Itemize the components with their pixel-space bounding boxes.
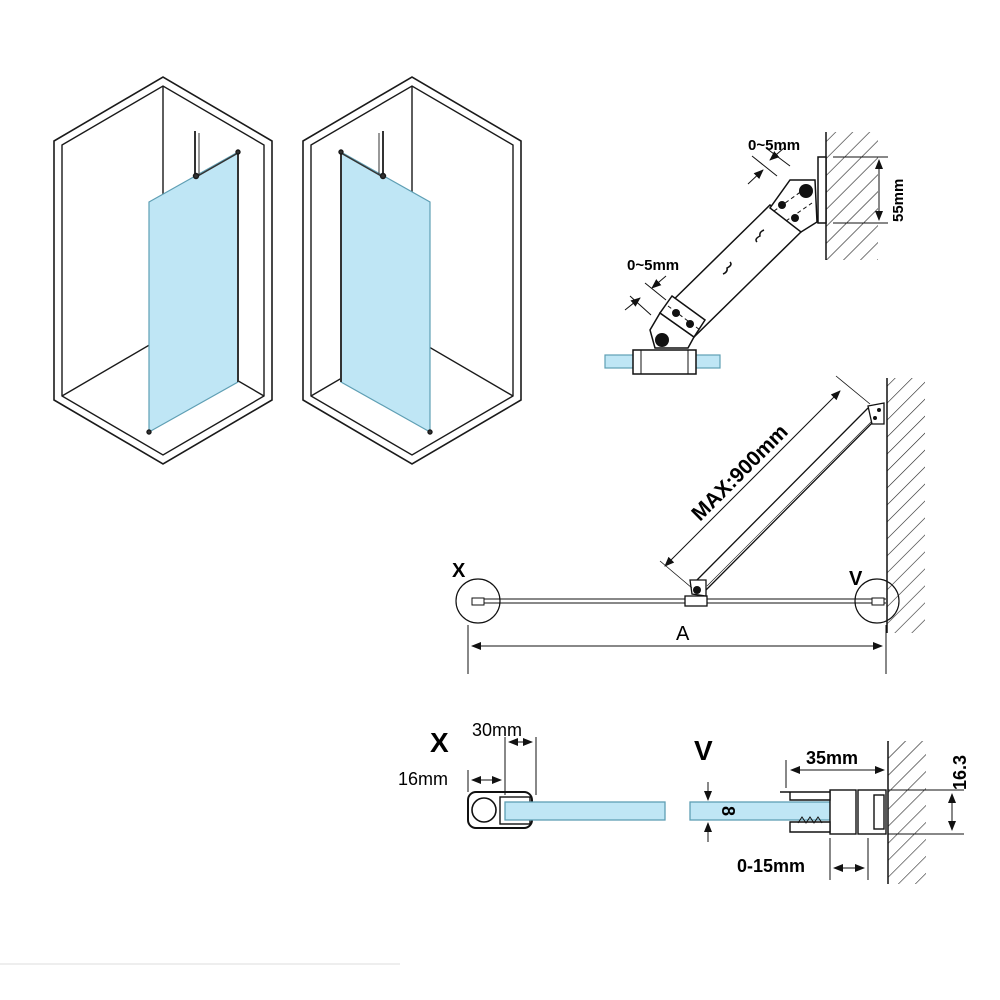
glass-panel-right [340,150,431,434]
marker-x: X [452,560,466,582]
detail-v: 8 35mm 16.3 0-15mm V [689,735,970,884]
marker-v: V [849,568,863,590]
detail-x-width: 30mm [472,720,522,740]
iso-room-left [53,76,273,465]
wall-height-label: 55mm [890,179,907,222]
detail-x-marker: X [430,727,449,758]
width-a-label: A [676,623,690,645]
detail-x: X 30mm 16mm [398,720,666,829]
glass-panel-left [148,150,239,434]
upper-clamp [768,179,818,233]
glass-section-v [689,801,831,821]
gap-bottom-label: 0~5mm [627,257,679,274]
adjustment-label: 0-15mm [737,856,805,876]
iso-room-right [302,76,522,465]
bracket-detail: 0~5mm 0~5mm 55mm [604,132,907,375]
profile-depth-label: 16.3 [950,755,970,790]
max-length-label: MAX:900mm [687,420,792,525]
profile-width-label: 35mm [806,748,858,768]
detail-v-marker: V [694,735,713,766]
wall-hatch-v [888,741,926,884]
glass-section-x [504,801,666,821]
wall-hatch-plan [887,378,925,633]
glass-thickness-label: 8 [718,806,738,816]
gap-top-label: 0~5mm [748,137,800,154]
wall-hatch-top [826,132,878,260]
detail-x-offset: 16mm [398,769,448,789]
lower-clamp [649,294,707,349]
plan-view: MAX:900mm A X V [452,375,925,674]
